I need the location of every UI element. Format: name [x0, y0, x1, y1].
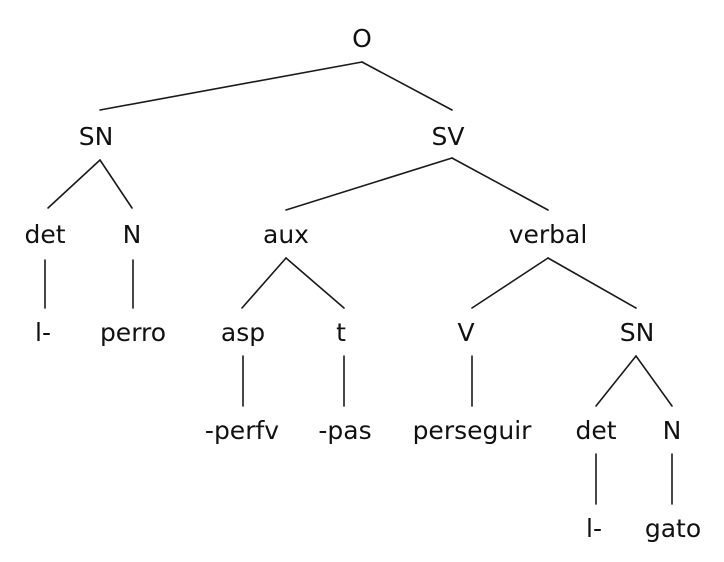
leaf-perfv: -perfv — [205, 416, 279, 445]
node-det-object: det — [575, 416, 616, 445]
node-sn-object: SN — [620, 318, 655, 347]
node-aux: aux — [263, 220, 309, 249]
node-sv: SV — [432, 122, 465, 151]
edge-aux-t — [285, 257, 345, 309]
tree-nodes: O SN det N l- perro SV aux verbal asp t … — [24, 24, 701, 543]
edge-aux-asp — [241, 257, 287, 309]
node-n-object: N — [663, 416, 682, 445]
edge-o-sn — [99, 61, 363, 111]
node-n: N — [123, 220, 142, 249]
tree-edges — [44, 61, 673, 505]
edge-sv-verbal — [451, 157, 549, 211]
edge-verbal-v — [471, 257, 549, 309]
leaf-perro: perro — [100, 318, 166, 347]
node-verbal: verbal — [509, 220, 588, 249]
node-v: V — [457, 318, 474, 347]
node-sn: SN — [79, 122, 114, 151]
leaf-l: l- — [35, 318, 51, 347]
edge-sv-aux — [285, 157, 453, 211]
leaf-gato: gato — [645, 514, 701, 543]
node-det: det — [24, 220, 65, 249]
edge-sn2-det — [595, 355, 637, 407]
leaf-l-object: l- — [586, 514, 602, 543]
edge-sn-det — [47, 159, 101, 209]
leaf-pas: -pas — [318, 416, 371, 445]
node-t: t — [336, 318, 346, 347]
edge-sn-n — [99, 159, 133, 209]
leaf-perseguir: perseguir — [413, 416, 533, 445]
edge-o-sv — [361, 61, 453, 111]
node-asp: asp — [221, 318, 265, 347]
edge-sn2-n — [635, 355, 673, 407]
edge-verbal-sn — [547, 257, 637, 309]
node-o: O — [352, 24, 372, 53]
